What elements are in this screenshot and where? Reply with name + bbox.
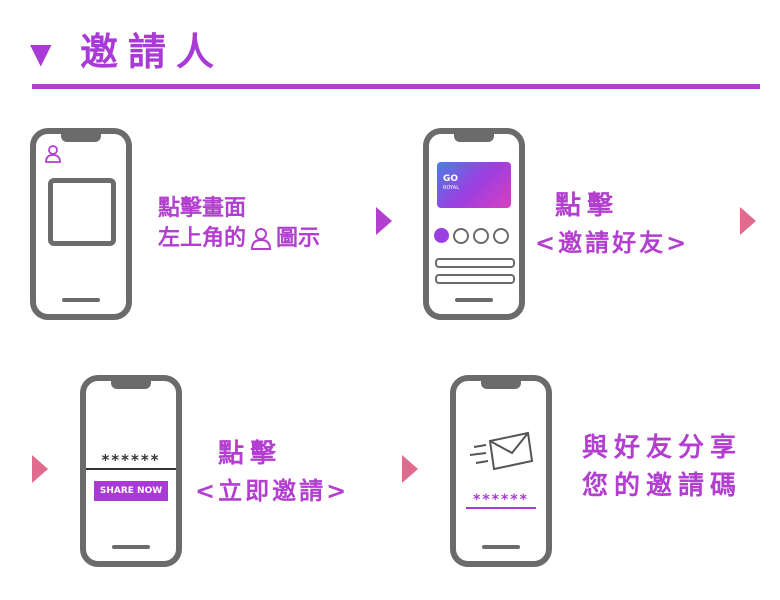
- phone-notch: [481, 379, 521, 389]
- step-1-text-line-2: 左上角的 圖示: [158, 225, 320, 253]
- step-4-text-line-2: 您的邀請碼: [582, 471, 743, 501]
- invite-code-mask: ******: [86, 453, 176, 470]
- phone-home-bar: [62, 298, 100, 302]
- chevron-right-icon: [32, 455, 48, 483]
- dot: [493, 228, 509, 244]
- membership-card: GO ROYAL: [437, 162, 511, 208]
- menu-bar: [435, 274, 515, 284]
- share-now-button[interactable]: SHARE NOW: [94, 481, 168, 501]
- page-dots: [434, 228, 509, 244]
- step-1-text-prefix: 左上角的: [158, 226, 247, 251]
- page-title: 邀請人: [80, 30, 225, 74]
- phone-home-bar: [112, 545, 150, 549]
- step-3-text-line-2: <立即邀請>: [195, 477, 350, 505]
- step-2-text-line-2: <邀請好友>: [535, 229, 690, 257]
- chevron-right-icon: [402, 455, 418, 483]
- step-4-text-line-1: 與好友分享: [582, 433, 743, 463]
- card-sub: ROYAL: [443, 185, 460, 191]
- phone-step-1: [30, 128, 132, 320]
- invite-friends-bar[interactable]: [435, 258, 515, 268]
- step-2-text-line-1: 點擊: [555, 191, 620, 221]
- envelope-icon: [470, 431, 534, 471]
- chevron-right-icon: [740, 207, 756, 235]
- user-icon[interactable]: [44, 144, 62, 164]
- dot: [473, 228, 489, 244]
- phone-home-bar: [455, 298, 493, 302]
- phone-notch: [61, 132, 101, 142]
- phone-step-3: ****** SHARE NOW: [80, 375, 182, 567]
- dot: [453, 228, 469, 244]
- triangle-down-icon: ▼: [30, 37, 52, 70]
- phone-notch: [111, 379, 151, 389]
- chevron-right-icon: [376, 207, 392, 235]
- header-divider: [32, 84, 760, 89]
- card-brand: GO: [443, 174, 459, 184]
- user-icon: [251, 227, 272, 250]
- step-1-text-suffix: 圖示: [276, 226, 321, 251]
- phone-step-2: GO ROYAL: [423, 128, 525, 320]
- invite-code-mask: ******: [466, 493, 536, 509]
- step-1-text-line-1: 點擊畫面: [158, 196, 247, 221]
- phone-notch: [454, 132, 494, 142]
- qr-frame: [48, 178, 116, 246]
- dot-active: [434, 228, 449, 243]
- step-3-text-line-1: 點擊: [218, 439, 283, 469]
- phone-step-4: ******: [450, 375, 552, 567]
- phone-home-bar: [482, 545, 520, 549]
